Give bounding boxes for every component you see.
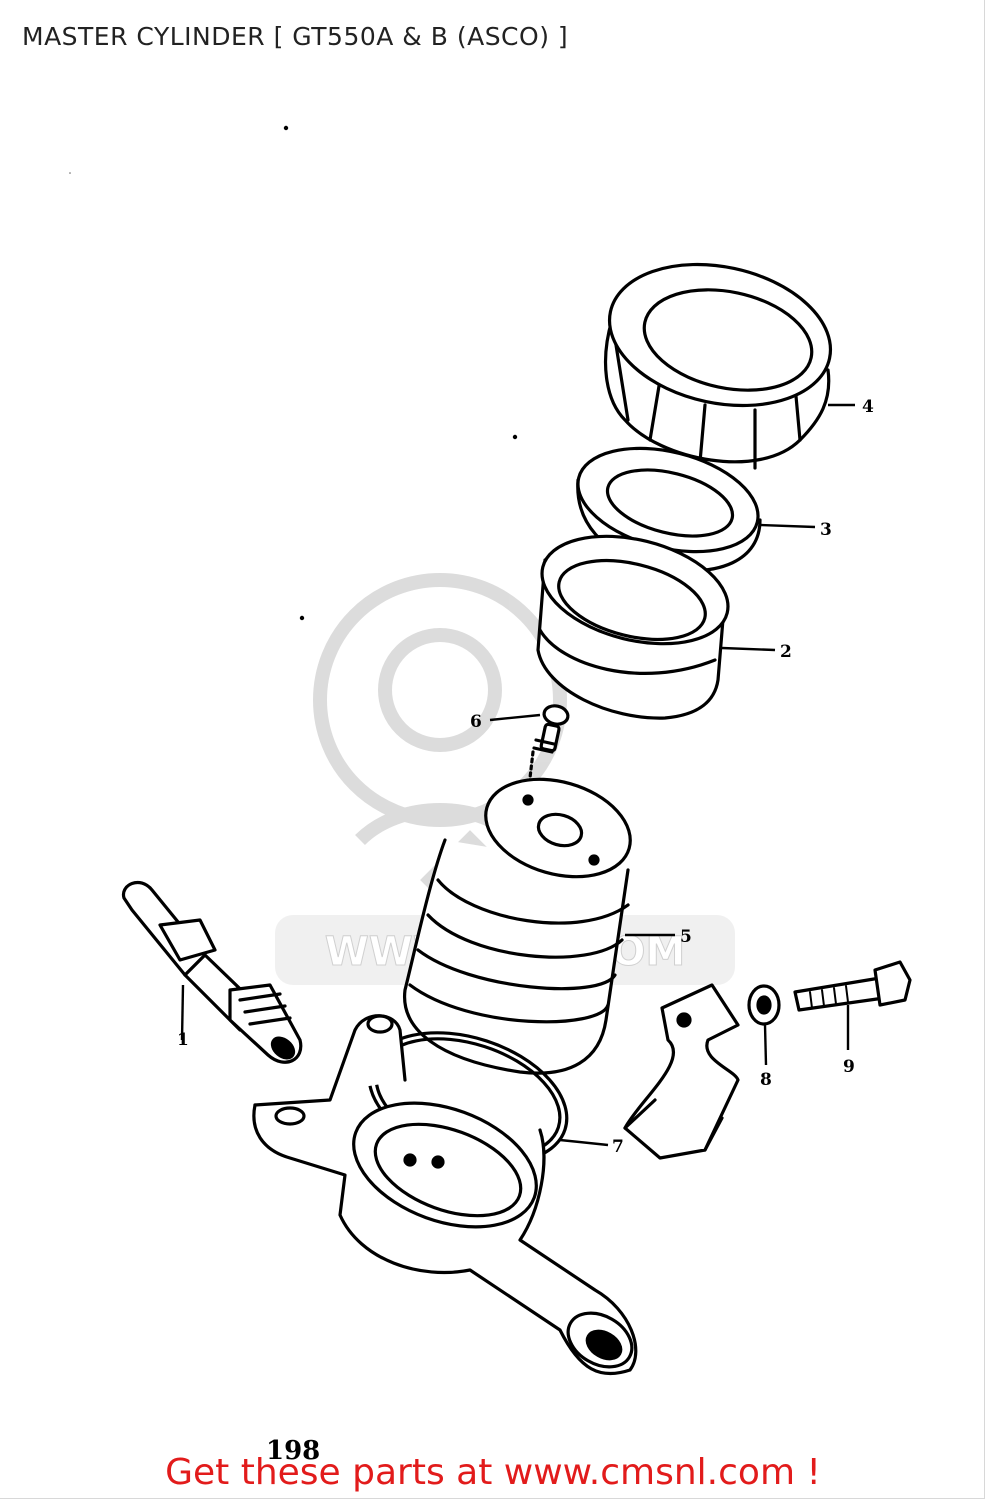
speck xyxy=(283,125,289,131)
leader-3 xyxy=(759,523,816,529)
callout-1: 1 xyxy=(177,1030,189,1050)
callout-7: 7 xyxy=(612,1137,624,1157)
part-5-reservoir-body xyxy=(403,777,632,1075)
leader-lines xyxy=(180,403,855,1147)
master-cylinder-body xyxy=(252,1014,638,1376)
speck xyxy=(299,615,305,621)
leader-2 xyxy=(721,646,776,652)
callout-5: 5 xyxy=(680,927,692,947)
callout-8: 8 xyxy=(760,1070,772,1090)
part-9-bolt xyxy=(793,960,912,1012)
footer-parts-link[interactable]: Get these parts at www.cmsnl.com ! xyxy=(165,1452,821,1493)
leader-1 xyxy=(180,984,185,1041)
part-6-screw xyxy=(532,704,570,754)
leader-6 xyxy=(489,713,541,722)
callout-3: 3 xyxy=(820,520,832,540)
callout-4: 4 xyxy=(862,397,874,417)
leader-7 xyxy=(559,1138,609,1147)
page-title: MASTER CYLINDER [ GT550A & B (ASCO) ] xyxy=(22,22,569,51)
speck xyxy=(512,434,518,440)
part-2-diaphragm xyxy=(536,534,730,720)
leader-8 xyxy=(763,1024,768,1066)
page-number: 198 xyxy=(266,1436,321,1466)
part-4-reservoir-cap xyxy=(603,262,833,470)
callout-2: 2 xyxy=(780,642,792,662)
callout-9: 9 xyxy=(843,1057,855,1077)
part-1-push-rod xyxy=(121,880,303,1064)
handlebar-clamp xyxy=(623,983,740,1160)
part-8-washer xyxy=(747,984,781,1026)
speck xyxy=(69,172,71,174)
callout-6: 6 xyxy=(470,712,482,732)
